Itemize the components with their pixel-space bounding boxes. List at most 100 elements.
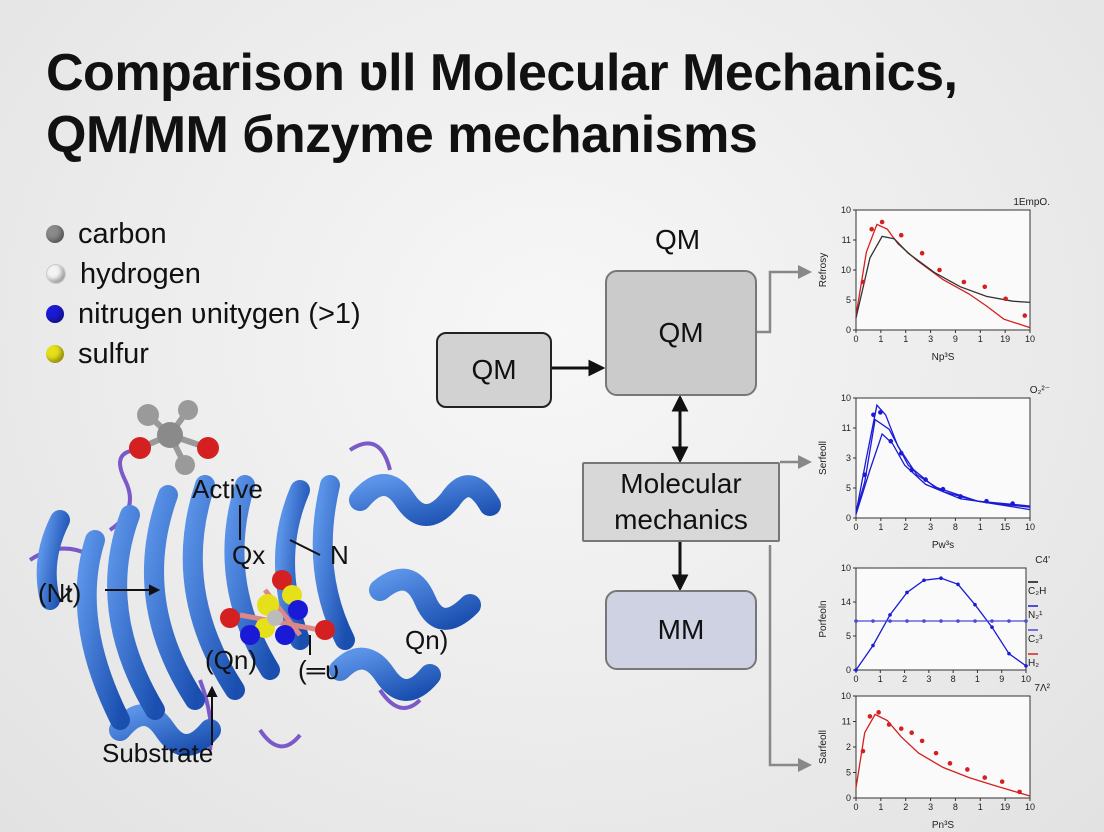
data-point (973, 602, 977, 607)
x-axis-label: Np³S (932, 352, 955, 363)
x-tick-label: 0 (853, 674, 858, 684)
data-point (888, 619, 892, 623)
label-n: N (330, 540, 349, 570)
y-tick-label: 10 (841, 265, 851, 275)
data-point (878, 410, 883, 415)
x-tick-label: 9 (999, 674, 1004, 684)
protein-helices (109, 474, 501, 756)
data-point (937, 267, 942, 273)
data-point (922, 578, 926, 583)
chart-title: O₂²⁻ (1030, 385, 1050, 396)
molecular-mechanics-label: Molecular mechanics (614, 468, 748, 535)
data-point (1007, 651, 1011, 656)
y-tick-label: 5 (846, 483, 851, 493)
data-point (898, 450, 904, 456)
data-point (869, 226, 874, 232)
label-qn-left: (Qn) (205, 645, 257, 675)
x-tick-label: 2 (903, 522, 908, 532)
data-point (860, 279, 866, 285)
x-tick-label: 9 (953, 334, 958, 344)
ligand-molecule-top (129, 400, 219, 475)
legend-label: H₂ (1028, 658, 1039, 669)
x-tick-label: 8 (953, 802, 958, 812)
title-line-2: QM/MM бnzyme mechanisms (46, 106, 758, 164)
y-tick-label: 10 (841, 691, 851, 701)
active-site-cluster (220, 570, 335, 645)
legend-label: sulfur (78, 337, 149, 370)
qm-top-label: QM (655, 224, 701, 255)
sulfur-dot-icon (46, 345, 64, 363)
data-point (984, 498, 989, 504)
x-tick-label: 10 (1021, 674, 1031, 684)
data-point (1024, 664, 1028, 668)
x-tick-label: 1 (878, 674, 883, 684)
y-axis-label: Porfeoln (818, 600, 829, 637)
data-point (919, 738, 925, 744)
data-point (990, 619, 994, 623)
y-tick-label: 3 (846, 453, 851, 463)
data-point (1024, 619, 1028, 623)
x-tick-label: 3 (928, 802, 933, 812)
data-point (939, 619, 943, 623)
x-tick-label: 1 (975, 674, 980, 684)
protein-beta-strands (36, 475, 355, 730)
y-tick-label: 10 (841, 393, 851, 403)
label-ha: (═ʋ (298, 655, 340, 685)
x-tick-label: 1 (978, 802, 983, 812)
x-axis-label: Pn³S (932, 820, 955, 831)
data-point (923, 477, 928, 482)
molecular-mechanics-box: Molecular mechanics (582, 462, 780, 542)
series-line (855, 713, 1031, 797)
x-tick-label: 1 (903, 334, 908, 344)
data-point (973, 619, 977, 623)
data-point (999, 779, 1005, 784)
x-tick-label: 2 (902, 674, 907, 684)
y-axis-label: Refrosy (818, 253, 829, 287)
data-point (922, 619, 926, 623)
chart-title: C4' (1035, 555, 1050, 566)
x-tick-label: 19 (1000, 802, 1010, 812)
y-tick-label: 10 (841, 563, 851, 573)
mm-bottom-box: MM (605, 590, 757, 670)
x-axis-label: Pw³s (932, 540, 954, 551)
legend-label: carbon (78, 217, 167, 250)
data-point (888, 613, 892, 617)
page-title: Comparison ʋll Molecular Mechanics, QM/M… (46, 42, 958, 166)
plot-frame (855, 567, 1027, 671)
legend-item-sulfur: sulfur (46, 334, 361, 374)
data-point (965, 767, 970, 772)
data-point (876, 710, 881, 715)
data-point (961, 279, 967, 285)
x-tick-label: 2 (903, 802, 908, 812)
data-point (862, 472, 867, 478)
title-line-1: Comparison ʋll Molecular Mechanics, (46, 44, 958, 102)
nitrogen-dot-icon (46, 305, 64, 323)
x-tick-label: 0 (853, 334, 858, 344)
data-point (1003, 296, 1008, 302)
data-point (939, 576, 943, 580)
data-point (990, 625, 994, 629)
series-line (855, 235, 1031, 319)
legend-label: nitrugen ʋnitygen (>1) (78, 297, 361, 330)
data-point (867, 714, 873, 719)
plot-frame (855, 209, 1031, 331)
atom-legend: carbon hydrogen nitrugen ʋnitygen (>1) s… (46, 214, 361, 374)
y-tick-label: 5 (846, 631, 851, 641)
protein-ribbon-illustration (28, 400, 501, 756)
data-point (956, 582, 960, 587)
carbon-dot-icon (46, 225, 64, 243)
hydrogen-dot-icon (46, 264, 66, 284)
label-qx: Qx (232, 540, 266, 570)
data-point (854, 619, 858, 623)
y-tick-label: 0 (846, 513, 851, 523)
data-point (1010, 501, 1015, 506)
label-qn-right: Qn) (405, 625, 449, 655)
legend-item-hydrogen: hydrogen (46, 254, 361, 294)
x-tick-label: 19 (1000, 334, 1010, 344)
data-point (871, 412, 876, 418)
qm-left-box: QM (436, 332, 552, 408)
